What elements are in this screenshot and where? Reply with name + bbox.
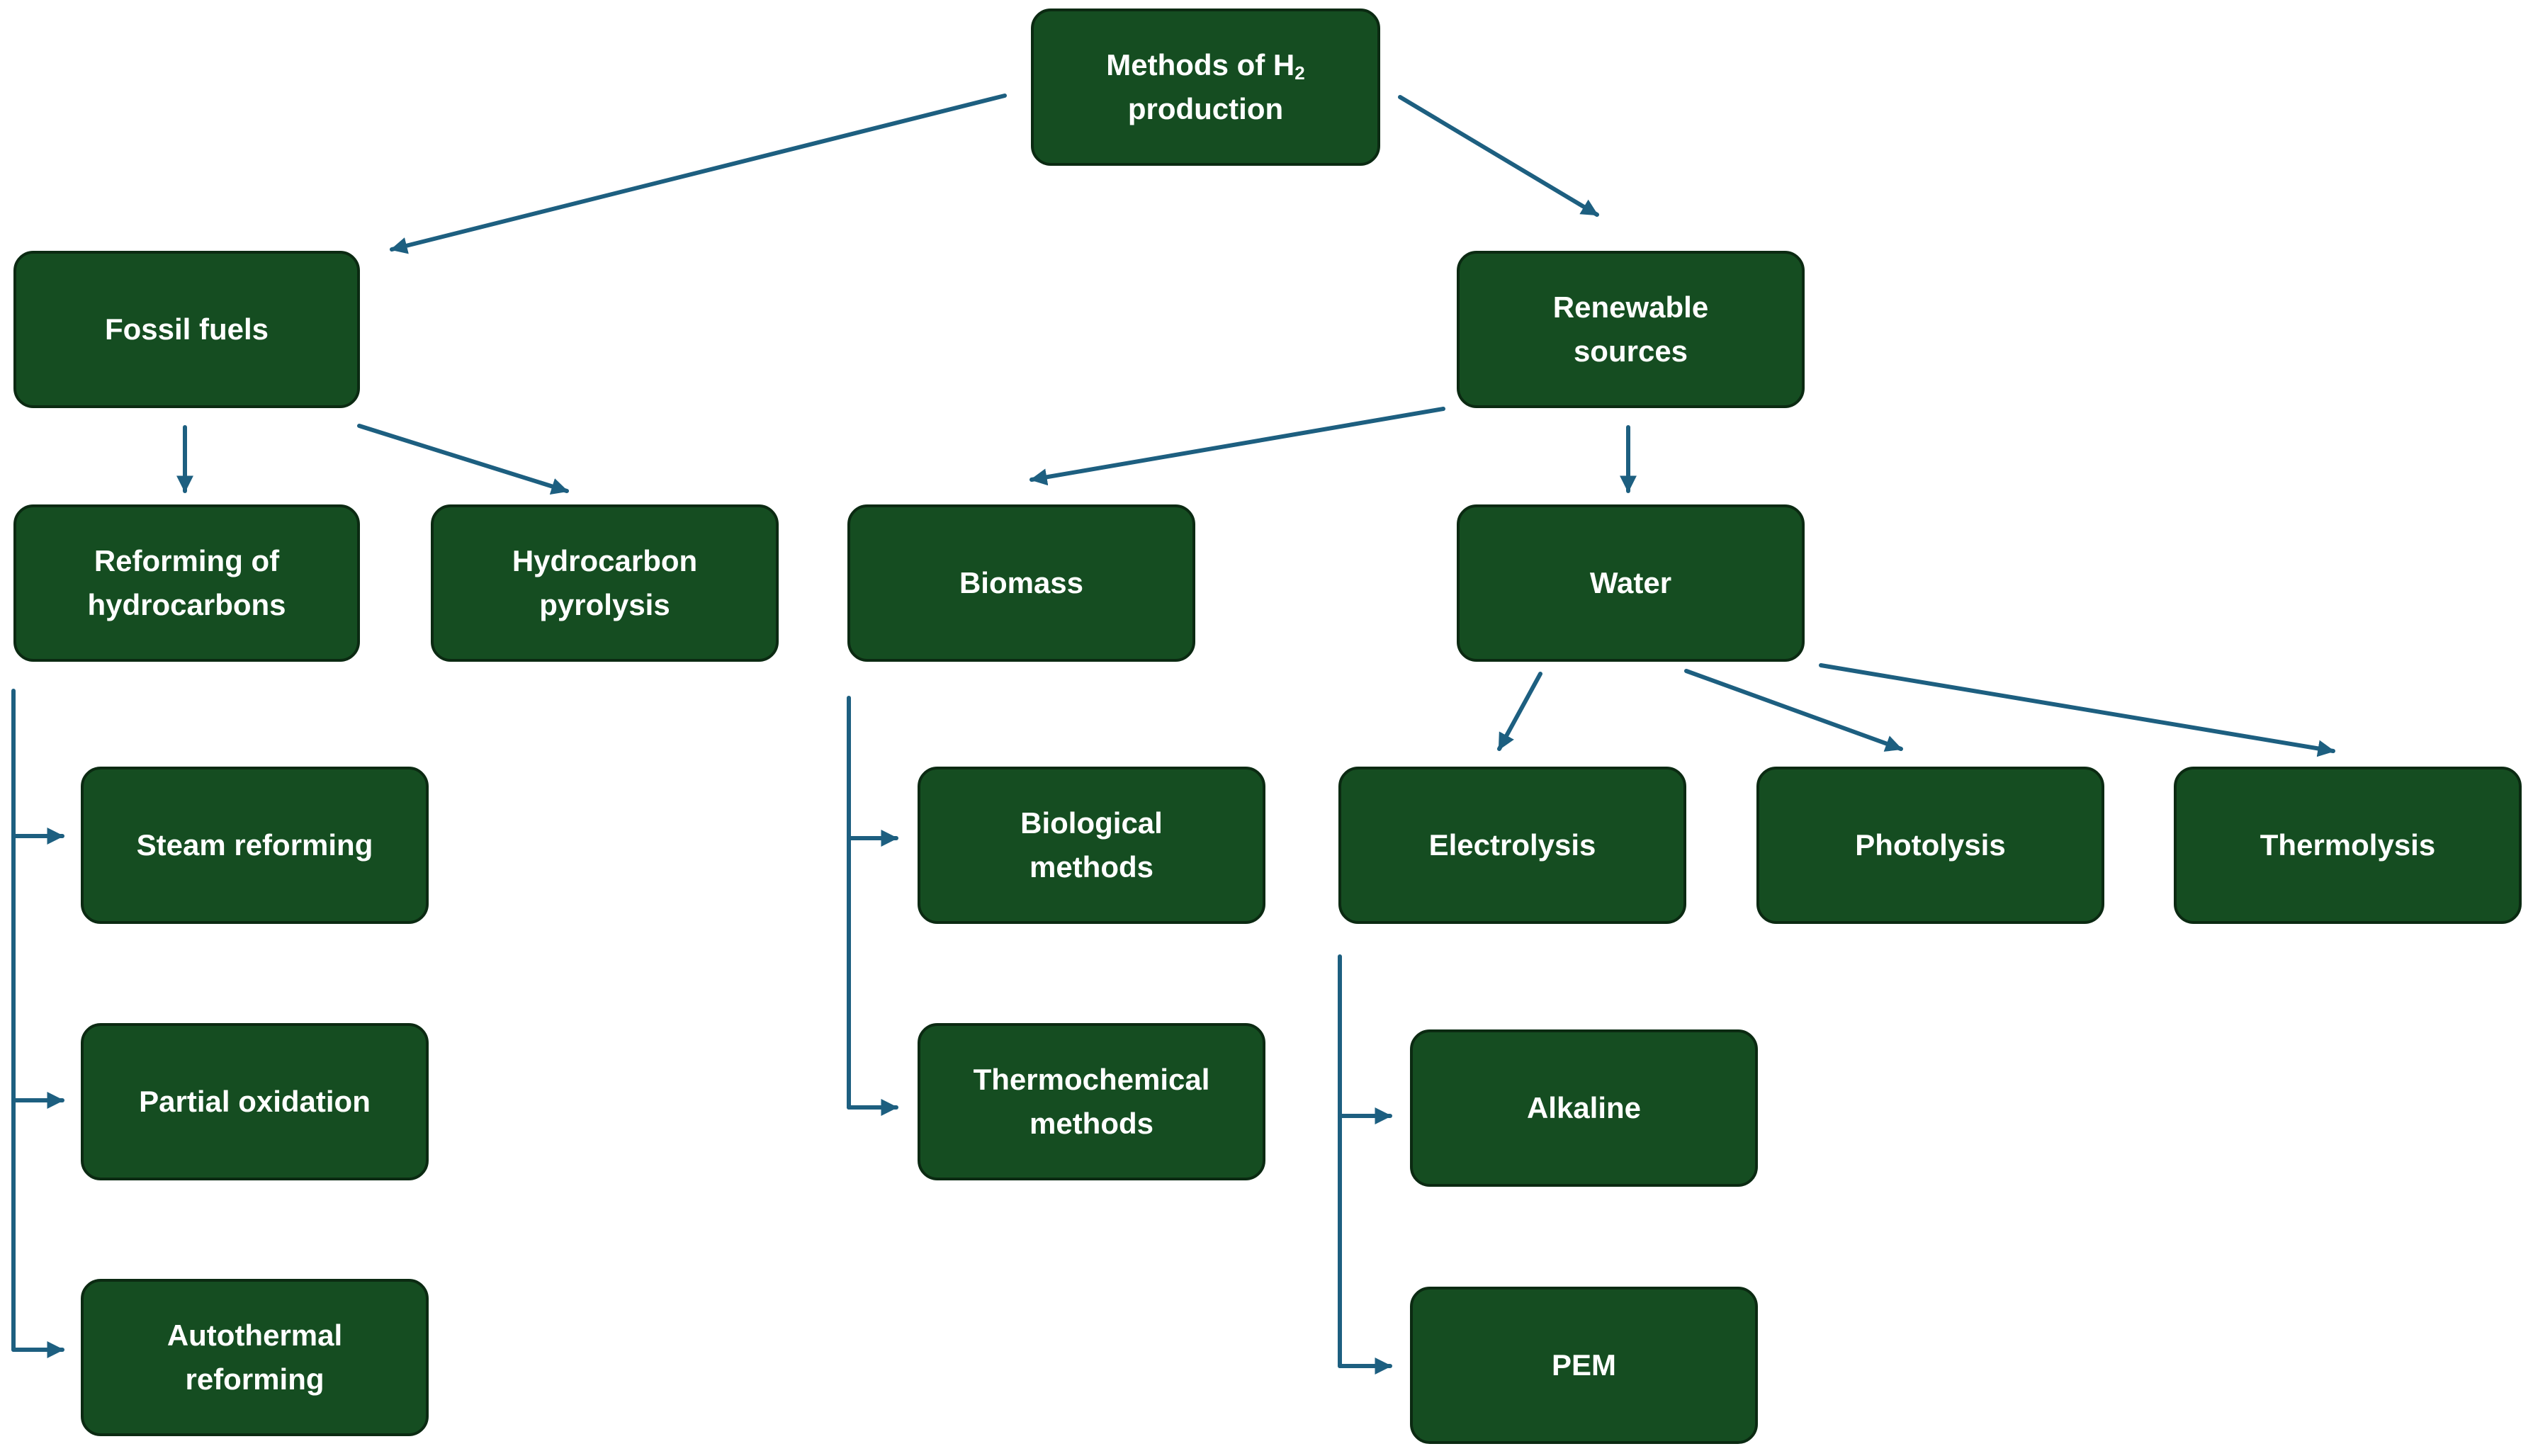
arrow-water-to-photolysis <box>1684 669 1903 752</box>
root-label-prefix: Methods of H <box>1106 48 1295 81</box>
node-fossil-fuels: Fossil fuels <box>13 251 360 408</box>
node-renewable-sources: Renewable sources <box>1457 251 1805 408</box>
autothermal-reforming-label: Autothermal reforming <box>167 1319 343 1396</box>
fossil-fuels-label: Fossil fuels <box>104 312 269 346</box>
arrow-water-to-thermolysis <box>1819 663 2335 757</box>
arrow-renewable-to-biomass <box>1029 407 1445 486</box>
renewable-sources-label: Renewable sources <box>1552 290 1709 368</box>
reforming-label: Reforming of hydrocarbons <box>87 544 286 621</box>
node-autothermal-reforming: Autothermal reforming <box>81 1279 429 1436</box>
steam-reforming-label: Steam reforming <box>136 828 373 862</box>
node-alkaline: Alkaline <box>1410 1029 1758 1187</box>
node-root: Methods of H2 production <box>1031 9 1380 166</box>
root-label-subscript: 2 <box>1294 62 1305 84</box>
node-thermochemical-methods: Thermochemical methods <box>918 1023 1265 1180</box>
node-thermolysis: Thermolysis <box>2174 767 2522 924</box>
biological-methods-label: Biological methods <box>1020 806 1163 884</box>
pyrolysis-label: Hydrocarbon pyrolysis <box>512 544 698 621</box>
arrow-root-to-renewable <box>1398 95 1599 217</box>
node-photolysis: Photolysis <box>1756 767 2104 924</box>
node-reforming-of-hydrocarbons: Reforming of hydrocarbons <box>13 504 360 662</box>
root-label-line2: production <box>1127 92 1284 125</box>
photolysis-label: Photolysis <box>1855 828 2006 862</box>
partial-oxidation-label: Partial oxidation <box>139 1085 371 1118</box>
thermolysis-label: Thermolysis <box>2260 828 2436 862</box>
arrow-root-to-fossil <box>390 94 1007 254</box>
electrolysis-label: Electrolysis <box>1428 828 1596 862</box>
node-steam-reforming: Steam reforming <box>81 767 429 924</box>
node-hydrocarbon-pyrolysis: Hydrocarbon pyrolysis <box>431 504 779 662</box>
water-label: Water <box>1589 566 1672 599</box>
pem-label: PEM <box>1551 1348 1616 1382</box>
node-biological-methods: Biological methods <box>918 767 1265 924</box>
node-pem: PEM <box>1410 1287 1758 1444</box>
thermochemical-methods-label: Thermochemical methods <box>973 1063 1210 1140</box>
arrow-water-to-electrolysis <box>1497 672 1542 751</box>
node-biomass: Biomass <box>847 504 1195 662</box>
biomass-label: Biomass <box>959 566 1084 599</box>
alkaline-label: Alkaline <box>1526 1091 1642 1124</box>
node-electrolysis: Electrolysis <box>1338 767 1686 924</box>
node-water: Water <box>1457 504 1805 662</box>
node-partial-oxidation: Partial oxidation <box>81 1023 429 1180</box>
arrow-fossil-to-pyrolysis <box>357 424 569 495</box>
